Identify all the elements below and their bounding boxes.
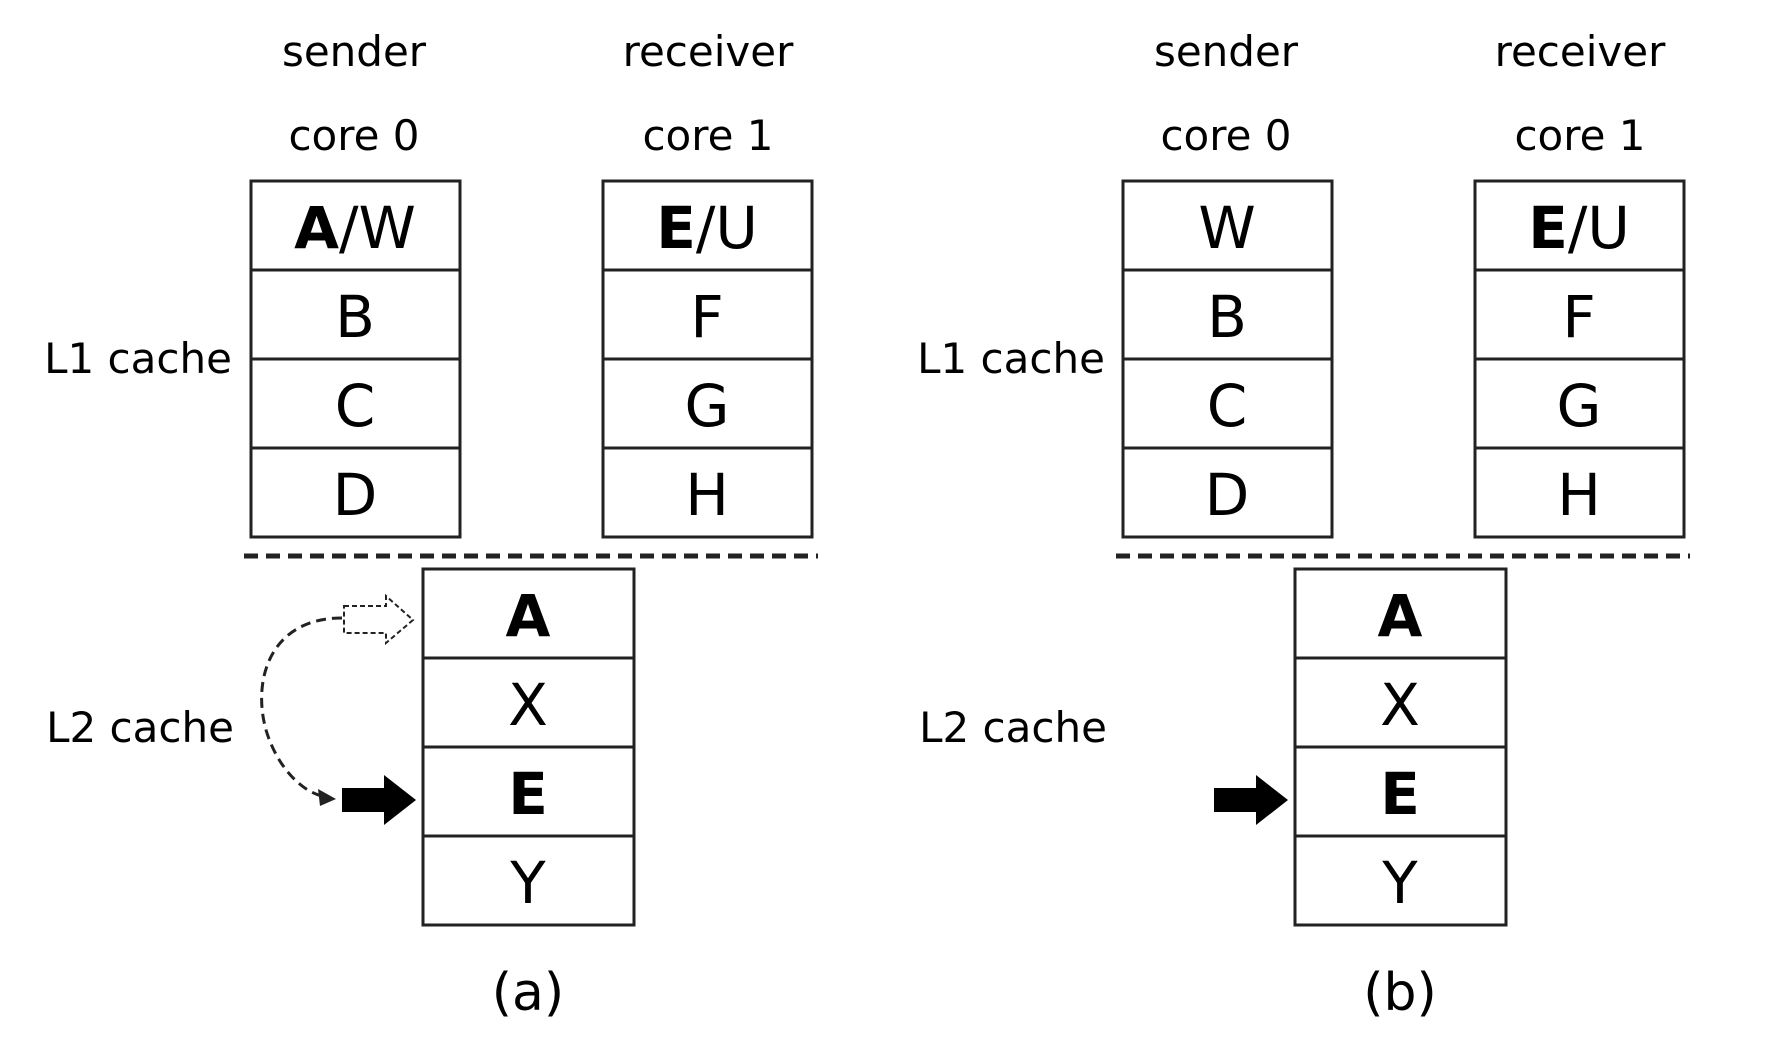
cache-line-label: A <box>1378 582 1423 650</box>
sender-l1-cache: A/W B C D <box>249 179 462 539</box>
sender-label: sender <box>282 27 427 76</box>
cache-line <box>601 268 814 361</box>
cache-line-label: X <box>1380 671 1420 739</box>
cache-line-label: F <box>1562 283 1595 351</box>
cache-line <box>1473 357 1686 450</box>
receiver-label: receiver <box>623 27 794 76</box>
cache-line-label: X <box>508 671 548 739</box>
cache-line-label: D <box>1205 461 1250 529</box>
cache-line-label: A/W <box>294 194 416 262</box>
cache-line <box>249 179 462 272</box>
panel-caption: (a) <box>492 963 564 1023</box>
pointer-arrow-icon <box>1214 775 1288 825</box>
cache-line-label: G <box>1557 372 1602 440</box>
panel-a: sender core 0 receiver core 1 L1 cache L… <box>44 27 818 1023</box>
cache-line-label: A <box>506 582 551 650</box>
sender-label: sender <box>1154 27 1299 76</box>
l1-cache-label: L1 cache <box>917 334 1105 383</box>
l1-cache-label: L1 cache <box>44 334 232 383</box>
cache-line-label: C <box>335 372 376 440</box>
cache-line-label: W <box>1198 194 1255 262</box>
cache-line-label: Y <box>509 849 546 917</box>
cache-line-label: D <box>333 461 378 529</box>
cache-line-label: E <box>1380 760 1420 828</box>
cache-line <box>1121 179 1334 272</box>
cache-line <box>601 446 814 539</box>
panel-b: sender core 0 receiver core 1 L1 cache L… <box>917 27 1690 1023</box>
cache-line-label: E/U <box>656 194 758 262</box>
l2-cache-label: L2 cache <box>919 703 1107 752</box>
cache-line <box>249 268 462 361</box>
receiver-core-label: core 1 <box>642 111 773 160</box>
cache-line-label: H <box>685 461 729 529</box>
cache-line-label: B <box>335 283 375 351</box>
cache-line <box>421 834 636 927</box>
cache-line <box>421 656 636 749</box>
dashed-curved-arrow-icon <box>260 616 343 806</box>
cache-line <box>1473 268 1686 361</box>
cache-line-label: G <box>685 372 730 440</box>
panel-caption: (b) <box>1363 963 1437 1023</box>
cache-line <box>1293 656 1508 749</box>
cache-line <box>421 567 636 660</box>
receiver-core-label: core 1 <box>1514 111 1645 160</box>
receiver-l1-cache: E/U F G H <box>601 179 814 539</box>
cache-line <box>1293 834 1508 927</box>
cache-line-label: C <box>1207 372 1248 440</box>
cache-line-label: E/U <box>1528 194 1630 262</box>
l2-cache: A X E Y <box>421 567 636 927</box>
cache-line <box>1121 446 1334 539</box>
cache-line <box>1473 179 1686 272</box>
l2-cache: A X E Y <box>1293 567 1508 927</box>
l2-cache-label: L2 cache <box>46 703 234 752</box>
cache-line <box>249 446 462 539</box>
cache-line-label: Y <box>1381 849 1418 917</box>
sender-l1-cache: W B C D <box>1121 179 1334 539</box>
dashed-pointer-arrow-icon <box>343 593 415 646</box>
sender-core-label: core 0 <box>1160 111 1291 160</box>
cache-line-label: B <box>1207 283 1247 351</box>
cache-line-label: F <box>690 283 723 351</box>
cache-line <box>1121 268 1334 361</box>
cache-line <box>421 745 636 838</box>
cache-line <box>1121 357 1334 450</box>
cache-line <box>1293 745 1508 838</box>
cache-line-label: H <box>1557 461 1601 529</box>
receiver-label: receiver <box>1495 27 1666 76</box>
pointer-arrow-icon <box>342 775 416 825</box>
cache-line <box>1473 446 1686 539</box>
receiver-l1-cache: E/U F G H <box>1473 179 1686 539</box>
cache-line-label: E <box>508 760 548 828</box>
sender-core-label: core 0 <box>288 111 419 160</box>
